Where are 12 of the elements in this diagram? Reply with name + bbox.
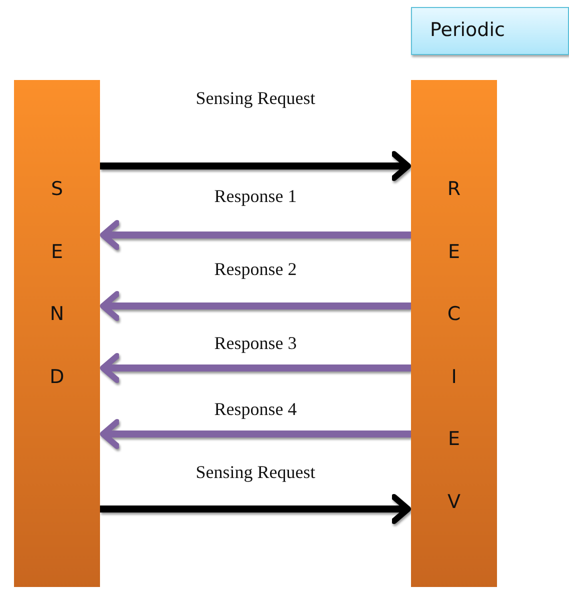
arrow — [100, 353, 411, 383]
header-label: Periodic — [430, 19, 505, 41]
header-box — [411, 7, 569, 55]
arrow — [100, 151, 411, 181]
vertical-label: SEND — [49, 177, 65, 390]
vertical-label: RECIEV — [446, 177, 462, 514]
arrow — [100, 220, 411, 250]
arrow — [100, 494, 411, 524]
vertical-bar — [411, 80, 497, 587]
vertical-bar — [14, 80, 100, 587]
arrow — [100, 291, 411, 321]
arrow — [100, 419, 411, 449]
